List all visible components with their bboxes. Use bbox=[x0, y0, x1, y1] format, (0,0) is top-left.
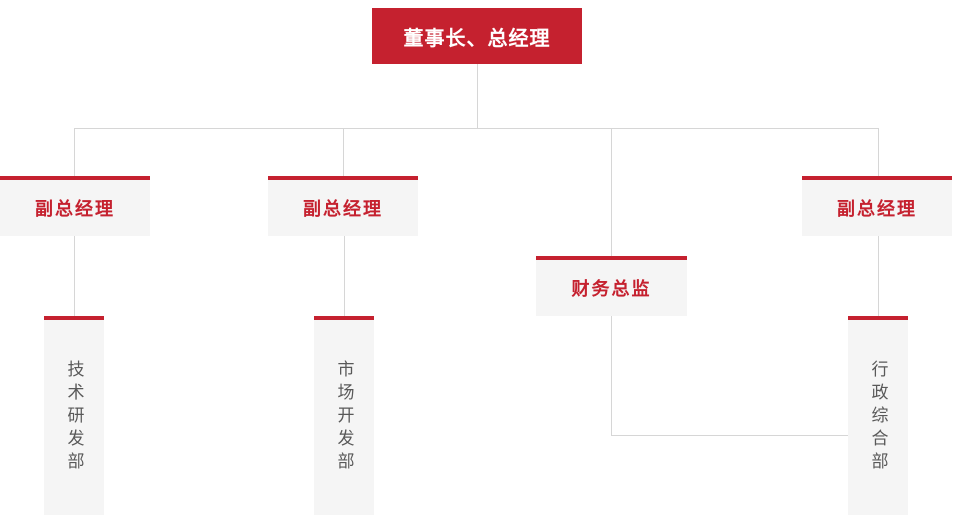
node-deputy-gm-2-label: 副总经理 bbox=[303, 199, 383, 219]
node-market-dev-dept: 市场开发部 bbox=[314, 316, 374, 515]
node-deputy-gm-3: 副总经理 bbox=[802, 176, 952, 236]
connector-drop-deputy-2 bbox=[343, 128, 344, 176]
node-deputy-gm-2: 副总经理 bbox=[268, 176, 418, 236]
connector-drop-deputy-3 bbox=[878, 128, 879, 176]
node-deputy-gm-1-label: 副总经理 bbox=[35, 199, 115, 219]
connector-deputy-3-to-admin bbox=[878, 236, 879, 316]
node-tech-rd-dept-label: 技术研发部 bbox=[64, 360, 84, 475]
node-deputy-gm-3-label: 副总经理 bbox=[837, 199, 917, 219]
connector-drop-finance-director bbox=[611, 128, 612, 256]
node-chairman-general-manager-label: 董事长、总经理 bbox=[403, 27, 551, 50]
connector-deputy-2-to-market-dev bbox=[344, 236, 345, 316]
node-chairman-general-manager: 董事长、总经理 bbox=[372, 8, 582, 64]
connector-root-stub bbox=[477, 64, 478, 128]
connector-drop-deputy-1 bbox=[74, 128, 75, 176]
node-finance-director-label: 财务总监 bbox=[571, 279, 652, 299]
connector-finance-director-to-admin bbox=[611, 435, 848, 436]
node-market-dev-dept-label: 市场开发部 bbox=[334, 360, 354, 475]
connector-main-horizontal bbox=[74, 128, 879, 129]
connector-deputy-1-to-tech-rd bbox=[74, 236, 75, 316]
node-admin-general-dept-label: 行政综合部 bbox=[868, 360, 888, 475]
node-admin-general-dept: 行政综合部 bbox=[848, 316, 908, 515]
connector-finance-director-down bbox=[611, 316, 612, 435]
node-finance-director: 财务总监 bbox=[536, 256, 687, 316]
node-deputy-gm-1: 副总经理 bbox=[0, 176, 150, 236]
node-tech-rd-dept: 技术研发部 bbox=[44, 316, 104, 515]
